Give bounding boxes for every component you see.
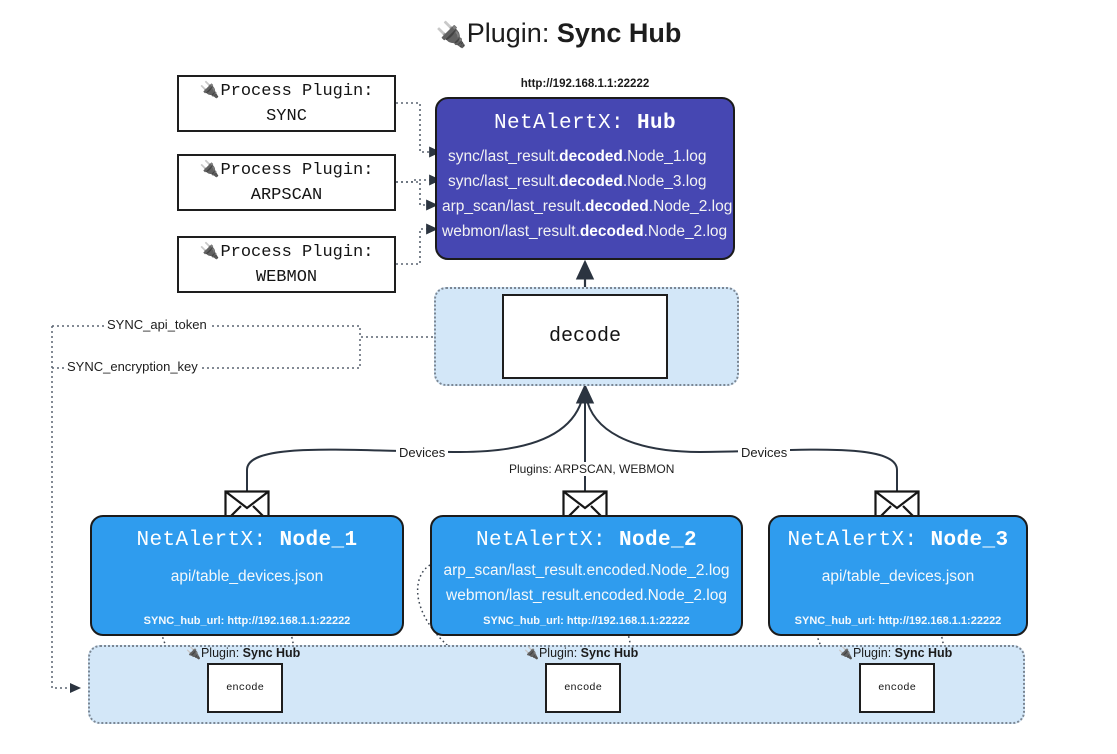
edge-label-devices-left: Devices: [396, 445, 449, 460]
node-line: webmon/last_result.encoded.Node_2.log: [446, 587, 727, 605]
plug-icon: 🔌: [186, 646, 201, 660]
node-footer: SYNC_hub_url: http://192.168.1.1:22222: [794, 615, 1002, 627]
plug-icon: 🔌: [435, 21, 467, 49]
hub-title: NetAlertX: Hub: [437, 112, 733, 135]
hub-url-label: http://192.168.1.1:22222: [520, 78, 650, 90]
plug-icon: 🔌: [199, 158, 220, 178]
decode-label: decode: [548, 325, 621, 348]
node-line: api/table_devices.json: [170, 568, 324, 585]
edge-label-devices-right: Devices: [738, 445, 791, 460]
node-line-list: api/table_devices.json: [770, 564, 1026, 589]
node-box-node-3[interactable]: NetAlertX: Node_3 api/table_devices.json…: [768, 515, 1028, 636]
node-title-label: NetAlertX:: [136, 529, 267, 552]
page-title-label: Plugin:: [466, 18, 550, 48]
hub-node[interactable]: NetAlertX: Hub sync/last_result.decoded.…: [435, 97, 735, 260]
decode-box[interactable]: decode: [502, 294, 668, 379]
hub-log-pre: sync/last_result.: [448, 148, 560, 165]
hub-log-item: webmon/last_result.decoded.Node_2.log: [437, 219, 733, 244]
encode-plugin-label: Plugin:: [852, 646, 892, 660]
encode-box-node-2[interactable]: encode: [545, 663, 621, 713]
node-line: arp_scan/last_result.encoded.Node_2.log: [443, 562, 730, 579]
node-line: api/table_devices.json: [821, 568, 975, 585]
hub-log-pre: sync/last_result.: [448, 173, 560, 191]
encode-plugin-value: Sync Hub: [580, 646, 639, 660]
encode-plugin-value: Sync Hub: [242, 646, 301, 660]
node-title-value: Node_1: [279, 529, 358, 552]
edge-label-plugins: Plugins: ARPSCAN, WEBMON: [506, 462, 678, 476]
encode-label: encode: [226, 682, 264, 694]
process-plugin-line2: WEBMON: [255, 267, 318, 287]
node-title-value: Node_2: [619, 529, 698, 552]
hub-log-item: arp_scan/last_result.decoded.Node_2.log: [437, 194, 733, 219]
node-box-node-1[interactable]: NetAlertX: Node_1 api/table_devices.json…: [90, 515, 404, 636]
node-title: NetAlertX: Node_3: [770, 529, 1026, 552]
process-plugin-arpscan[interactable]: 🔌Process Plugin: ARPSCAN: [177, 154, 396, 211]
hub-log-post: .Node_2.log: [643, 223, 728, 241]
encode-plugin-caption: 🔌Plugin: Sync Hub: [186, 646, 300, 660]
process-plugin-webmon[interactable]: 🔌Process Plugin: WEBMON: [177, 236, 396, 293]
plug-icon: 🔌: [199, 79, 220, 99]
process-plugin-line2: ARPSCAN: [250, 185, 323, 205]
hub-log-list: sync/last_result.decoded.Node_1.log sync…: [437, 144, 733, 244]
hub-log-mid: decoded: [579, 223, 644, 241]
node-title-value: Node_3: [930, 529, 1009, 552]
node-title: NetAlertX: Node_1: [92, 529, 402, 552]
hub-log-mid: decoded: [559, 173, 623, 191]
hub-log-mid: decoded: [559, 148, 623, 165]
page-title: 🔌Plugin: Sync Hub: [0, 17, 1117, 49]
node-title-label: NetAlertX:: [475, 529, 606, 552]
edge-label-encryption-key: SYNC_encryption_key: [64, 359, 201, 374]
edge-label-api-token: SYNC_api_token: [104, 317, 210, 332]
hub-log-post: .Node_1.log: [622, 148, 707, 165]
node-line-list: api/table_devices.json: [92, 564, 402, 589]
hub-log-item: sync/last_result.decoded.Node_3.log: [437, 169, 733, 194]
plug-icon: 🔌: [524, 646, 539, 660]
page-title-value: Sync Hub: [556, 18, 682, 48]
process-plugin-line1: Process Plugin:: [220, 242, 374, 262]
hub-title-value: Hub: [637, 112, 677, 135]
hub-log-pre: webmon/last_result.: [442, 223, 580, 241]
process-plugin-line1: Process Plugin:: [220, 160, 374, 180]
node-footer: SYNC_hub_url: http://192.168.1.1:22222: [143, 615, 351, 627]
process-plugin-sync[interactable]: 🔌Process Plugin: SYNC: [177, 75, 396, 132]
encode-plugin-value: Sync Hub: [894, 646, 953, 660]
encode-plugin-caption: 🔌Plugin: Sync Hub: [838, 646, 952, 660]
plug-icon: 🔌: [199, 240, 220, 260]
encode-plugin-label: Plugin:: [200, 646, 240, 660]
encode-plugin-caption: 🔌Plugin: Sync Hub: [524, 646, 638, 660]
plug-icon: 🔌: [838, 646, 853, 660]
hub-log-post: .Node_2.log: [648, 198, 733, 216]
hub-log-post: .Node_3.log: [622, 173, 707, 191]
hub-log-item: sync/last_result.decoded.Node_1.log: [437, 144, 733, 169]
encode-label: encode: [878, 682, 916, 694]
node-line-list: arp_scan/last_result.encoded.Node_2.log …: [432, 558, 741, 608]
process-plugin-line1: Process Plugin:: [220, 81, 374, 101]
process-plugin-line2: SYNC: [266, 106, 307, 126]
node-title-label: NetAlertX:: [787, 529, 918, 552]
hub-title-label: NetAlertX:: [493, 112, 624, 135]
encode-label: encode: [564, 682, 602, 694]
node-title: NetAlertX: Node_2: [432, 529, 741, 552]
node-footer: SYNC_hub_url: http://192.168.1.1:22222: [483, 615, 690, 627]
node-box-node-2[interactable]: NetAlertX: Node_2 arp_scan/last_result.e…: [430, 515, 743, 636]
encode-plugin-label: Plugin:: [538, 646, 578, 660]
encode-box-node-3[interactable]: encode: [859, 663, 935, 713]
hub-log-mid: decoded: [585, 198, 649, 216]
encode-box-node-1[interactable]: encode: [207, 663, 283, 713]
hub-log-pre: arp_scan/last_result.: [442, 198, 586, 216]
